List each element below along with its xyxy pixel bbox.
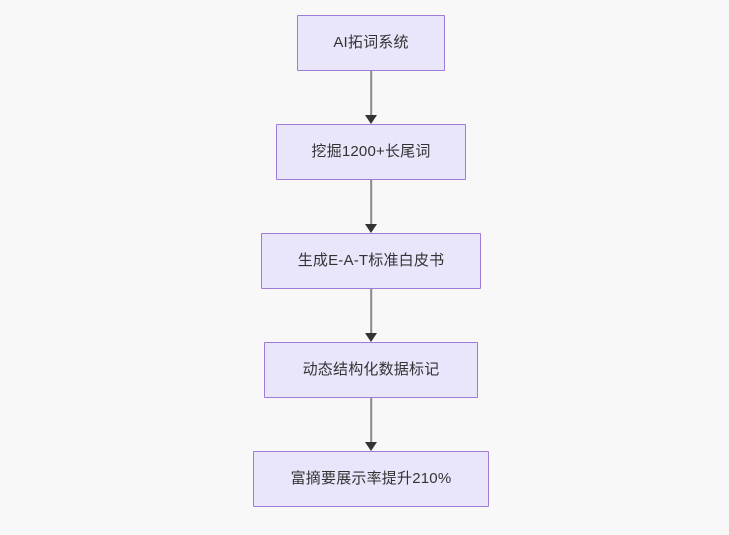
flow-node-label: 生成E-A-T标准白皮书 — [297, 252, 445, 269]
edge-line — [370, 180, 372, 224]
arrowhead-icon — [365, 224, 377, 233]
flow-node-dynamic-structured-data-markup[interactable]: 动态结构化数据标记 — [264, 342, 478, 398]
edge-line — [370, 71, 372, 115]
flow-node-label: 动态结构化数据标记 — [302, 361, 440, 378]
flow-node-label: 富摘要展示率提升210% — [290, 470, 452, 487]
edge-line — [370, 289, 372, 333]
flow-node-generate-eat-whitepaper[interactable]: 生成E-A-T标准白皮书 — [261, 233, 481, 289]
arrowhead-icon — [365, 442, 377, 451]
arrowhead-icon — [365, 115, 377, 124]
flow-node-label: 挖掘1200+长尾词 — [311, 143, 431, 160]
edge-line — [370, 398, 372, 442]
flow-node-label: AI拓词系统 — [333, 34, 409, 51]
flow-node-rich-snippet-impression-lift[interactable]: 富摘要展示率提升210% — [253, 451, 489, 507]
flow-node-ai-keyword-system[interactable]: AI拓词系统 — [297, 15, 445, 71]
flow-node-mine-longtail-keywords[interactable]: 挖掘1200+长尾词 — [276, 124, 466, 180]
arrowhead-icon — [365, 333, 377, 342]
